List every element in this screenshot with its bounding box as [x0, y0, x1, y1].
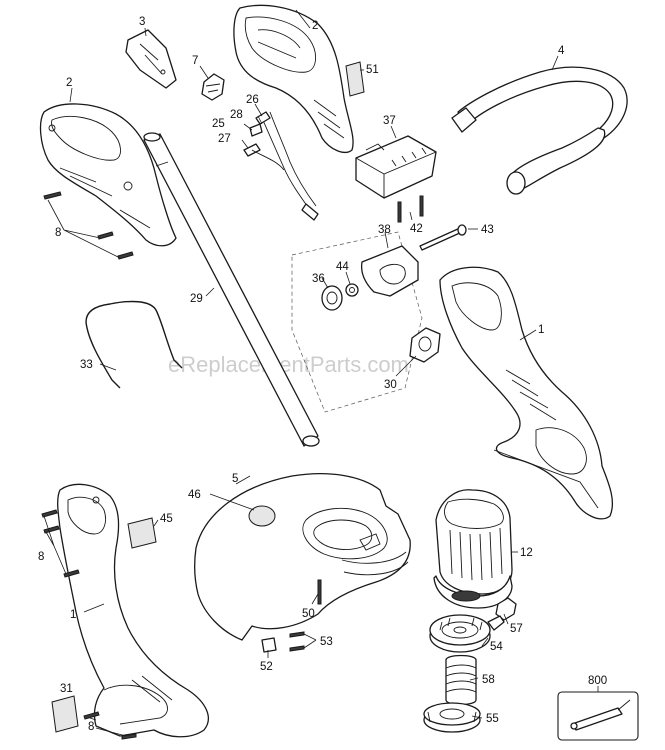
callout-7: 7 [192, 55, 198, 67]
callout-38: 38 [378, 224, 391, 236]
part-1-lower-housing-right [439, 266, 614, 520]
callout-55: 55 [486, 713, 499, 725]
callout-53: 53 [320, 636, 333, 648]
callout-8-bottom: 8 [88, 721, 94, 733]
callout-4: 4 [558, 45, 565, 57]
callout-54: 54 [490, 641, 503, 653]
callout-43: 43 [481, 224, 494, 236]
callout-1-right: 1 [538, 324, 544, 336]
callout-46: 46 [188, 489, 201, 501]
part-33-wire-guide [85, 300, 183, 389]
callout-5: 5 [232, 473, 238, 485]
part-30-knob [409, 327, 441, 363]
callout-26: 26 [246, 94, 259, 106]
callout-37: 37 [383, 115, 396, 127]
part-42-screws [397, 195, 424, 223]
callout-12: 12 [520, 547, 533, 559]
part-50-screw [317, 579, 322, 605]
part-4-aux-handle [451, 66, 628, 195]
part-31-label [51, 695, 79, 733]
callout-3: 3 [139, 16, 145, 28]
assembly-outline [291, 231, 423, 413]
part-37-switch-box [355, 135, 437, 199]
callout-30: 30 [384, 379, 397, 391]
callout-51: 51 [366, 64, 379, 76]
callout-58: 58 [482, 674, 495, 686]
part-26-25-28-27-wires [243, 111, 319, 221]
part-5-guard [194, 473, 411, 641]
callout-8-upper: 8 [55, 227, 61, 239]
callout-2-upper: 2 [312, 20, 318, 32]
part-43-bolt [419, 224, 467, 251]
watermark-text: eReplacementParts.com [168, 352, 409, 377]
part-12-motor [433, 489, 513, 609]
callout-45: 45 [160, 513, 173, 525]
part-800-kit-box [557, 691, 639, 741]
part-36-knob [321, 285, 343, 311]
part-2-upper-housing [233, 4, 354, 153]
part-45-label [127, 517, 157, 549]
part-2-side-housing [39, 103, 177, 247]
callout-44: 44 [336, 261, 349, 273]
callout-labels: 3 2 7 51 4 2 26 25 28 27 37 42 43 8 38 3… [38, 16, 607, 733]
part-7-clip [201, 73, 225, 101]
callout-31: 31 [60, 683, 73, 695]
part-55-cap [423, 702, 481, 733]
callout-27: 27 [218, 133, 231, 145]
part-53-screws [289, 631, 305, 652]
callout-28: 28 [230, 109, 243, 121]
part-1-lower-housing-left [57, 483, 209, 738]
callout-42: 42 [410, 223, 423, 235]
callout-800: 800 [588, 675, 607, 687]
part-3-trigger [125, 29, 177, 89]
part-57-clip [495, 597, 517, 621]
leader-lines [43, 9, 599, 737]
part-8-screws-lower [41, 509, 137, 740]
callout-33: 33 [80, 359, 93, 371]
callout-52: 52 [260, 661, 273, 673]
callout-29: 29 [190, 293, 203, 305]
part-51-label [345, 61, 365, 97]
callout-50: 50 [302, 608, 315, 620]
callout-25: 25 [212, 118, 225, 130]
part-54-spool [429, 614, 505, 653]
callout-2-left: 2 [66, 77, 72, 89]
part-38-clamp [360, 245, 419, 297]
callout-8-lower: 8 [38, 551, 44, 563]
callout-57: 57 [510, 623, 523, 635]
part-52-nut [261, 637, 277, 653]
callout-1-left: 1 [70, 609, 76, 621]
part-29-shaft [143, 132, 320, 447]
part-58-spring [445, 654, 477, 706]
part-44-nut [345, 283, 359, 297]
callout-36: 36 [312, 273, 325, 285]
